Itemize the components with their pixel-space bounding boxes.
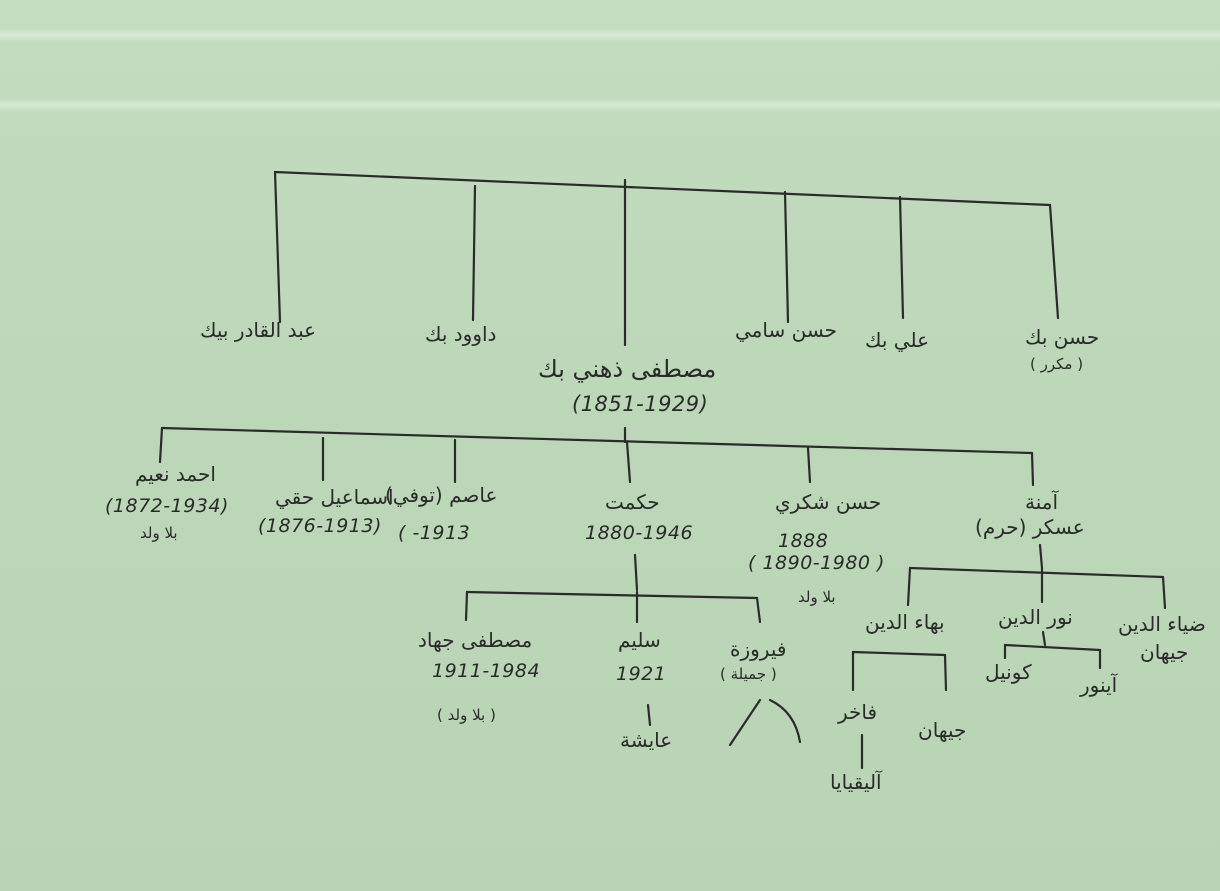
note-fayruza: ( جميلة ) [720, 665, 777, 683]
note-shukri: بلا ولد [798, 588, 836, 606]
second-horizontal-line [160, 426, 1034, 455]
name-diya-child: جيهان [1140, 640, 1189, 664]
name-jihan: جيهان [918, 718, 967, 742]
dates-mustafa: 1911-1984 [432, 660, 541, 682]
name-shukri: حسن شكري [775, 490, 882, 514]
name-ahmad: احمد نعيم [135, 462, 216, 486]
dates-asim: ( -1913 [398, 522, 471, 544]
top-drop-ali [898, 195, 905, 320]
fayruza-branch-right [768, 698, 802, 744]
hikmat-drop-fayruza [755, 596, 762, 624]
amina-horizontal-line [908, 566, 1165, 579]
baha-horizontal-line [851, 650, 947, 657]
paper-crease [0, 28, 1220, 42]
second-drop-shukri [806, 446, 812, 484]
top-drop-hasan [1048, 203, 1060, 320]
top-drop-dawud [471, 184, 477, 322]
paper-crease [0, 98, 1220, 112]
dates-center: (1851-1929) [572, 392, 709, 416]
name-fayruza: فيروزة [730, 637, 787, 661]
salim-drop-aisha [646, 703, 652, 727]
nur-stem [1041, 630, 1047, 647]
name-amina: آمنة [1025, 490, 1059, 514]
name-salim: سليم [618, 628, 661, 652]
name-diya: ضياء الدين [1118, 612, 1206, 636]
second-drop-hikmat [625, 440, 632, 484]
amina-drop-baha [906, 566, 912, 607]
dates-salim: 1921 [616, 663, 667, 685]
amina-stem [1038, 543, 1044, 570]
note-mustafa: ( بلا ولد ) [437, 706, 496, 724]
name-center: مصطفى ذهني بك [538, 355, 717, 383]
nur-horizontal-line [1003, 643, 1102, 652]
name-asim: عاصم (توفي) [385, 483, 498, 507]
note-amina: (حرم) عسكر [975, 515, 1085, 539]
name-aynur: آينور [1080, 673, 1118, 697]
hikmat-horizontal-line [465, 590, 759, 600]
name-mustafa: مصطفى جهاد [418, 628, 533, 652]
name-kawnal: كونيل [985, 660, 1032, 684]
name-abd-al-qadir: عبد القادر بيك [200, 318, 317, 342]
name-hasan-sami: حسن سامي [735, 318, 838, 342]
hikmat-drop-mustafa [464, 590, 469, 622]
name-alya: آليقيايا [830, 770, 882, 794]
name-fakhir: فاخر [838, 700, 878, 724]
name-hasan: حسن بك [1025, 325, 1100, 349]
hikmat-stem [633, 553, 639, 592]
name-baha: بهاء الدين [865, 610, 945, 634]
dates-hikmat: 1880-1946 [585, 522, 694, 544]
note-hasan: ( مكرر ) [1030, 355, 1084, 373]
dates-shukri-1: 1888 [778, 530, 829, 552]
top-drop-abd-al-qadir [273, 170, 282, 324]
dates-shukri-2: ( 1890-1980 ) [748, 552, 885, 574]
baha-drop-jihan [943, 653, 948, 692]
dates-ahmad: (1872-1934) [105, 495, 229, 517]
fayruza-branch-left [728, 698, 762, 747]
amina-drop-diya [1161, 575, 1167, 610]
dates-ismail: (1876-1913) [258, 515, 382, 537]
note-ahmad: بلا ولد [140, 524, 178, 542]
name-nur: نور الدين [998, 605, 1073, 629]
name-aisha: عايشة [620, 728, 673, 752]
second-drop-amina [1030, 451, 1035, 487]
top-horizontal-line [273, 170, 1052, 207]
name-ismail: اسماعيل حقي [275, 485, 394, 509]
name-dawud: داوود بك [425, 322, 497, 346]
top-drop-hasan-sami [783, 190, 790, 324]
second-drop-ahmad [158, 426, 164, 464]
name-ali: علي بك [865, 328, 930, 352]
name-hikmat: حكمت [605, 490, 660, 514]
